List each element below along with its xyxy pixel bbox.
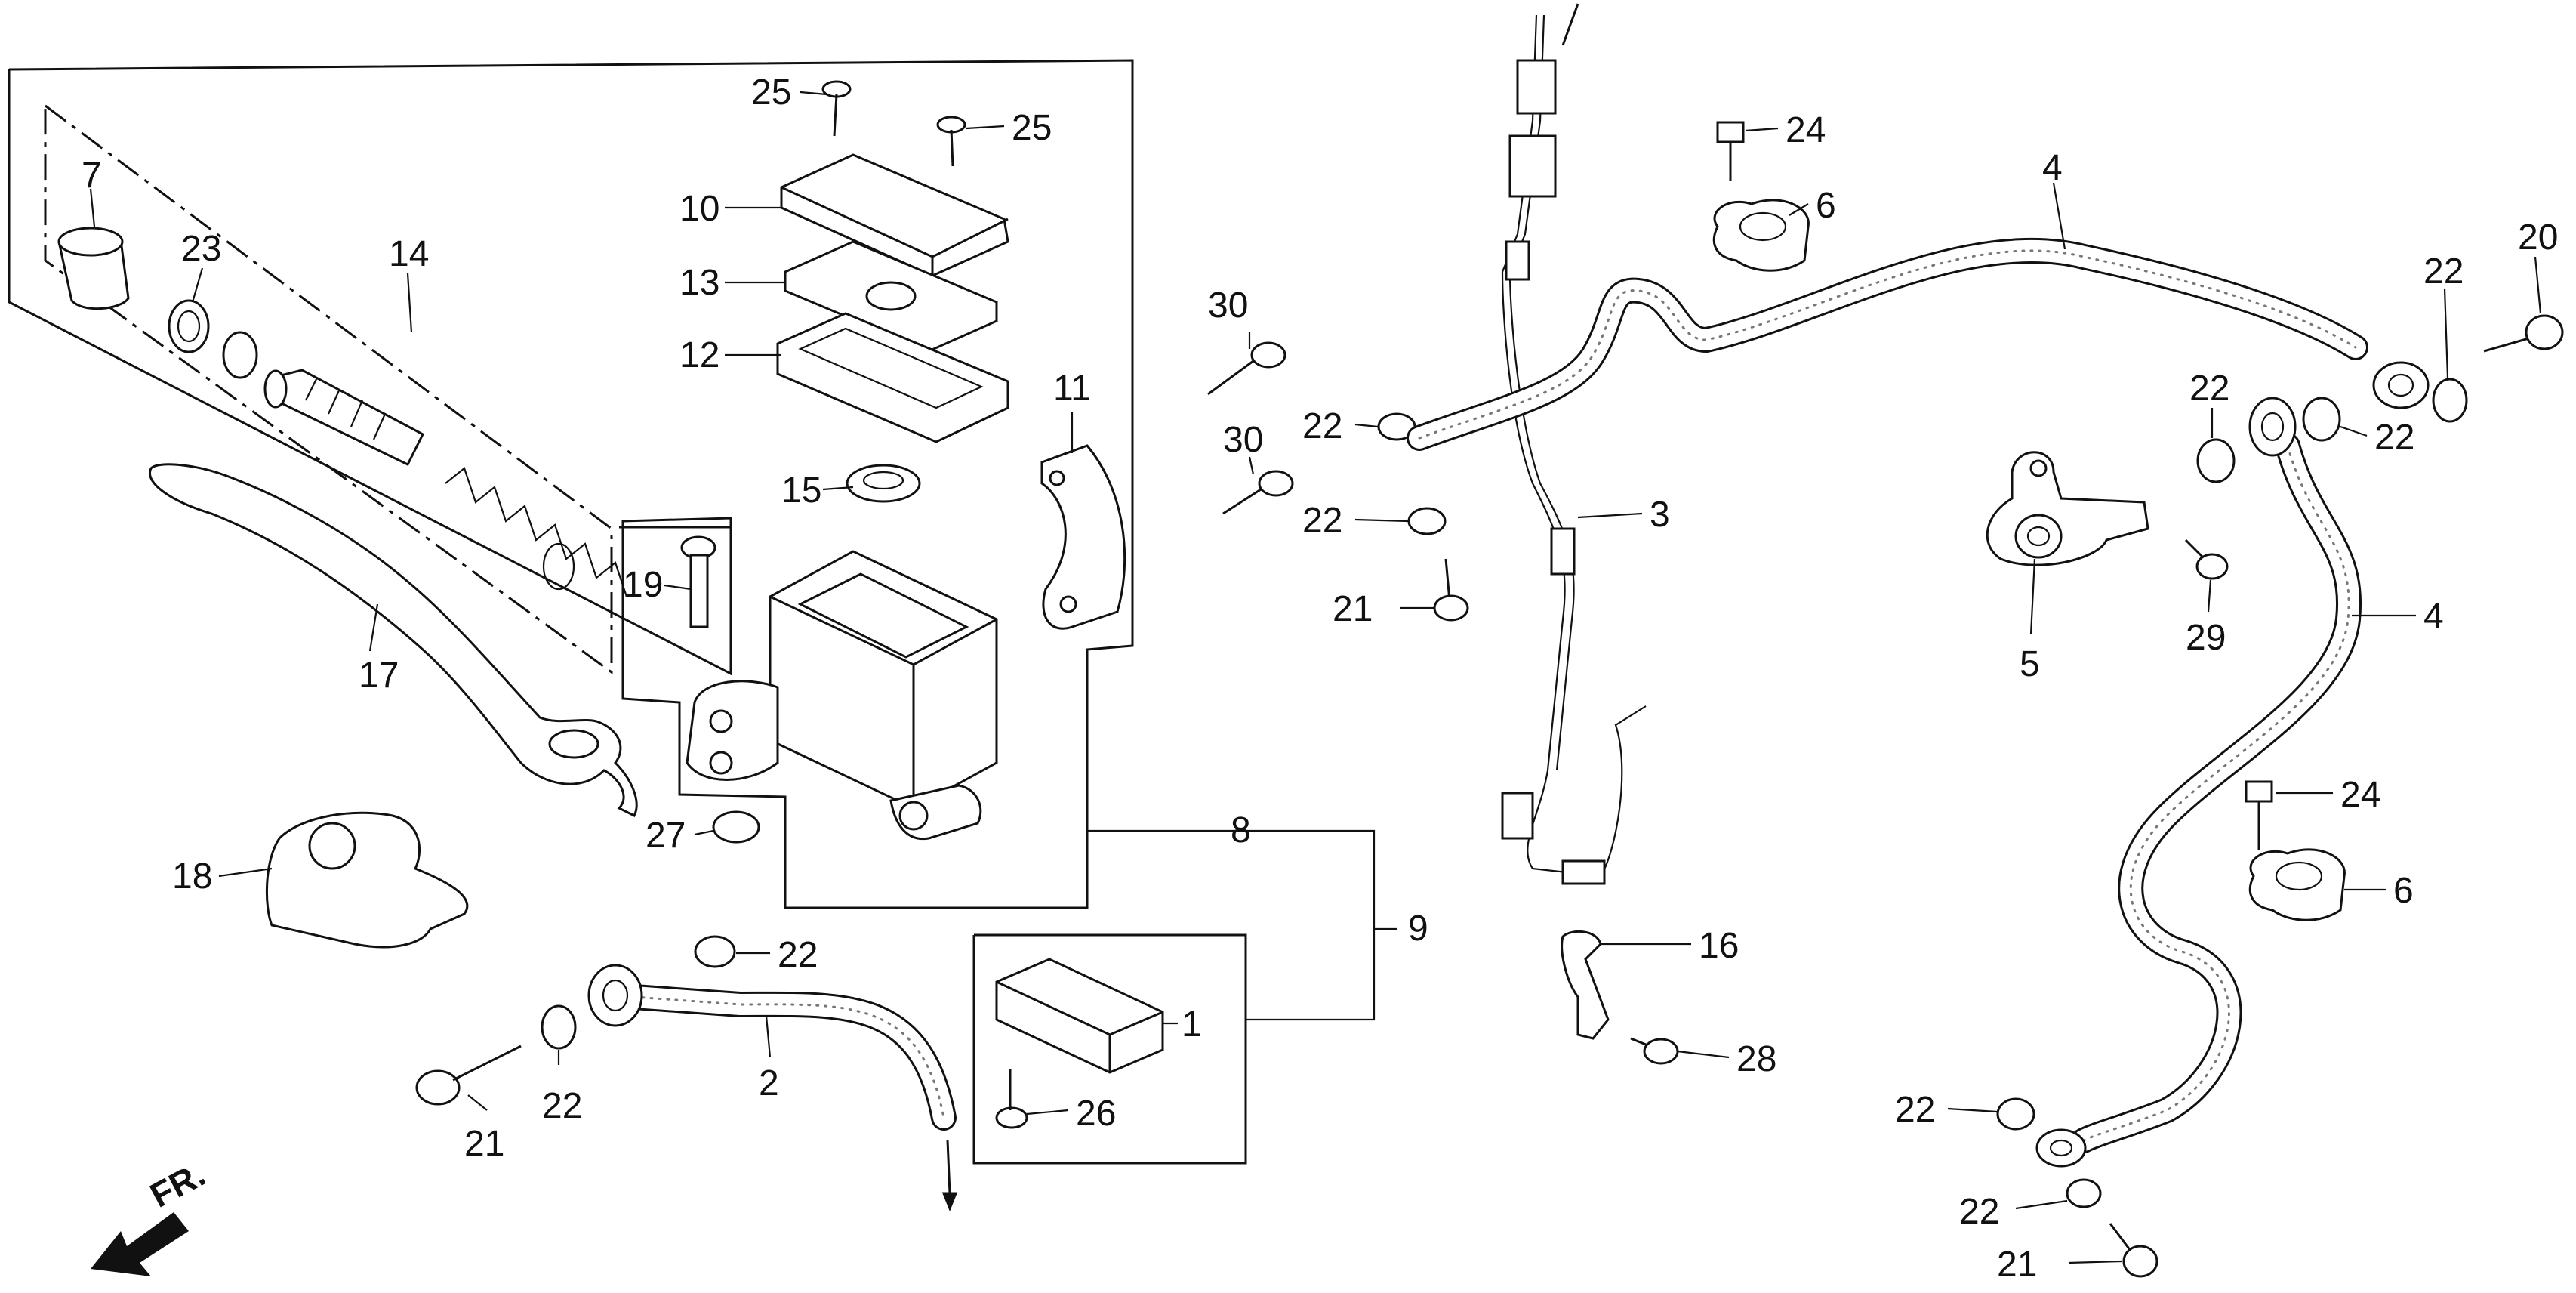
- callout-21-mid: 21: [1333, 589, 1373, 629]
- callout-24-upper: 24: [1786, 110, 1826, 150]
- brake-pipe-3: [1501, 14, 1647, 878]
- dust-boot: [57, 227, 130, 310]
- callout-28: 28: [1736, 1039, 1776, 1079]
- washer-22d: [1407, 507, 1447, 535]
- callout-4-lower: 4: [2423, 597, 2444, 637]
- callout-8: 8: [1231, 810, 1251, 850]
- callout-16: 16: [1699, 926, 1739, 966]
- callout-22-mid-right: 22: [2374, 418, 2414, 458]
- piston: [263, 369, 424, 466]
- pipe-clip: [1561, 930, 1610, 1040]
- callout-24-lower: 24: [2340, 775, 2380, 815]
- callout-29: 29: [2186, 618, 2226, 658]
- callout-2: 2: [759, 1063, 779, 1103]
- callout-22-bottom: 22: [1959, 1192, 1999, 1232]
- washer-22b: [541, 1004, 577, 1050]
- washer-23: [222, 331, 258, 379]
- bolt-24b: [2245, 780, 2273, 850]
- washer-22a: [694, 935, 736, 968]
- callout-22-upper: 22: [1302, 406, 1342, 446]
- bolt-24a: [1716, 121, 1745, 181]
- callout-20: 20: [2518, 218, 2558, 258]
- callout-26: 26: [1076, 1094, 1116, 1134]
- callout-22-right-top: 22: [2423, 252, 2464, 292]
- brake-lever: [149, 463, 638, 818]
- callout-9: 9: [1408, 909, 1428, 949]
- callout-18: 18: [172, 856, 212, 896]
- snap-ring: [168, 299, 210, 353]
- callout-14: 14: [389, 234, 429, 274]
- front-direction-label: FR.: [143, 1154, 211, 1215]
- callout-22-bottom-left: 22: [1895, 1090, 1935, 1130]
- callout-12: 12: [679, 335, 719, 375]
- screw-25a: [821, 80, 852, 137]
- front-direction-arrow: [91, 1212, 189, 1276]
- bolt-30b: [1222, 470, 1294, 515]
- screw-26: [995, 1069, 1028, 1129]
- screw-25b: [936, 116, 966, 167]
- diaphragm: [776, 312, 1009, 443]
- leader-lines: [89, 91, 2542, 1264]
- callout-25-right: 25: [1012, 108, 1052, 148]
- assembly-outline: [8, 59, 1134, 909]
- diaphragm-ring: [846, 464, 921, 503]
- pivot-bolt: [680, 535, 716, 628]
- nut-27: [712, 810, 760, 844]
- callout-15: 15: [781, 471, 821, 511]
- piston-kit-outline: [44, 103, 613, 674]
- callout-30-bottom: 30: [1223, 420, 1263, 460]
- washer-22h: [1996, 1097, 2035, 1131]
- pipe-fitting-top: [1516, 59, 1557, 115]
- callout-7: 7: [82, 156, 102, 196]
- brake-light-switch: [995, 958, 1164, 1074]
- return-spring: [445, 467, 628, 597]
- callout-11: 11: [1053, 369, 1091, 409]
- master-cylinder-body: [686, 550, 998, 841]
- callout-22-mid-left: 22: [2189, 369, 2229, 409]
- lever-cover: [265, 811, 469, 949]
- bolt-21a: [415, 1045, 522, 1106]
- hose-joint: [1986, 451, 2149, 566]
- callout-23: 23: [181, 229, 221, 269]
- callout-labels: 7 23 14 17 18 19 25 25 10 13 12 11 15 27…: [82, 73, 2558, 1285]
- bolt-29: [2184, 538, 2229, 580]
- bolt-21c: [2109, 1223, 2158, 1278]
- callout-3: 3: [1650, 495, 1670, 535]
- callout-4-upper: 4: [2042, 148, 2063, 188]
- callout-6-lower: 6: [2393, 871, 2414, 911]
- callout-21-bottom: 21: [1997, 1245, 2037, 1285]
- callout-17: 17: [359, 656, 399, 696]
- clamp-6a: [1712, 199, 1810, 272]
- callout-13: 13: [679, 263, 719, 303]
- switch-box: [972, 933, 1247, 1165]
- washer-22g: [2302, 397, 2341, 442]
- callout-21-left: 21: [464, 1124, 504, 1164]
- washer-22i: [2066, 1178, 2102, 1208]
- bolt-30a: [1207, 341, 1286, 396]
- bolt-20: [2483, 314, 2564, 353]
- callout-22-hose2-left: 22: [542, 1086, 582, 1126]
- bolt-21b: [1433, 558, 1469, 622]
- callout-6-upper: 6: [1816, 186, 1836, 226]
- washer-22e: [2432, 378, 2468, 423]
- washer-22f: [2196, 438, 2236, 483]
- clamp-6b: [2248, 848, 2346, 921]
- callout-1: 1: [1182, 1004, 1202, 1045]
- callout-22-hose2-top: 22: [778, 935, 818, 975]
- handlebar-holder: [1040, 444, 1126, 630]
- callout-30-top: 30: [1208, 285, 1248, 326]
- callout-19: 19: [623, 565, 663, 605]
- callout-27: 27: [646, 816, 686, 856]
- callout-22-lower: 22: [1302, 501, 1342, 541]
- bolt-28: [1630, 1037, 1679, 1065]
- callout-10: 10: [679, 189, 719, 229]
- lever-pivot-hole: [548, 729, 599, 759]
- callout-25-top: 25: [751, 73, 791, 113]
- callout-5: 5: [2020, 644, 2040, 684]
